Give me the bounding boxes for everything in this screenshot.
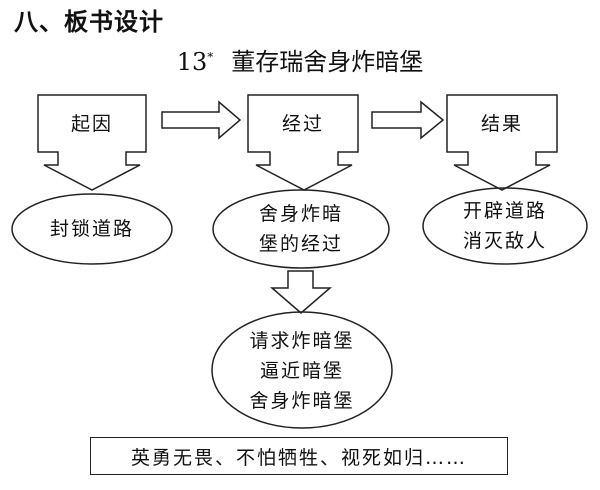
outcome-ellipse-cause <box>11 193 173 265</box>
outcome-line: 消灭敌人 <box>462 230 547 252</box>
process-step: 舍身炸暗堡 <box>249 390 355 412</box>
process-steps-ellipse <box>211 311 393 429</box>
down-arrow-process <box>269 270 333 314</box>
right-arrow-1 <box>161 100 242 140</box>
outcome-text-result: 开辟道路 消灭敌人 <box>423 196 587 256</box>
right-arrow-2 <box>371 100 445 140</box>
stage-label-process: 经过 <box>281 113 324 135</box>
process-step: 逼近暗堡 <box>259 360 344 382</box>
section-heading: 八、板书设计 <box>14 8 164 36</box>
outcome-line: 开辟道路 <box>462 200 547 222</box>
outcome-text-process: 舍身炸暗 堡的经过 <box>213 199 389 259</box>
process-step: 请求炸暗堡 <box>249 330 355 352</box>
outcome-ellipse-result <box>422 187 588 265</box>
stage-label-result: 结果 <box>480 113 523 135</box>
stage-label-cause: 起因 <box>70 113 113 135</box>
summary-box: 英勇无畏、不怕牺牲、视死如归…… <box>90 437 508 475</box>
stage-box-result <box>446 94 558 191</box>
process-steps-text: 请求炸暗堡 逼近暗堡 舍身炸暗堡 <box>212 326 392 416</box>
outcome-line: 堡的经过 <box>258 233 343 255</box>
stage-box-cause <box>37 94 147 191</box>
stage-box-process <box>247 94 359 191</box>
outcome-text-cause: 封锁道路 <box>12 214 172 244</box>
lesson-title-row: 13* 董存瑞舍身炸暗堡 <box>0 42 600 77</box>
outcome-line: 封锁道路 <box>49 218 134 240</box>
outcome-ellipse-process <box>212 189 390 269</box>
outcome-line: 舍身炸暗 <box>258 203 343 225</box>
lesson-title: 董存瑞舍身炸暗堡 <box>231 48 424 76</box>
lesson-number: 13* <box>176 48 214 76</box>
summary-text: 英勇无畏、不怕牺牲、视死如归…… <box>130 446 467 469</box>
